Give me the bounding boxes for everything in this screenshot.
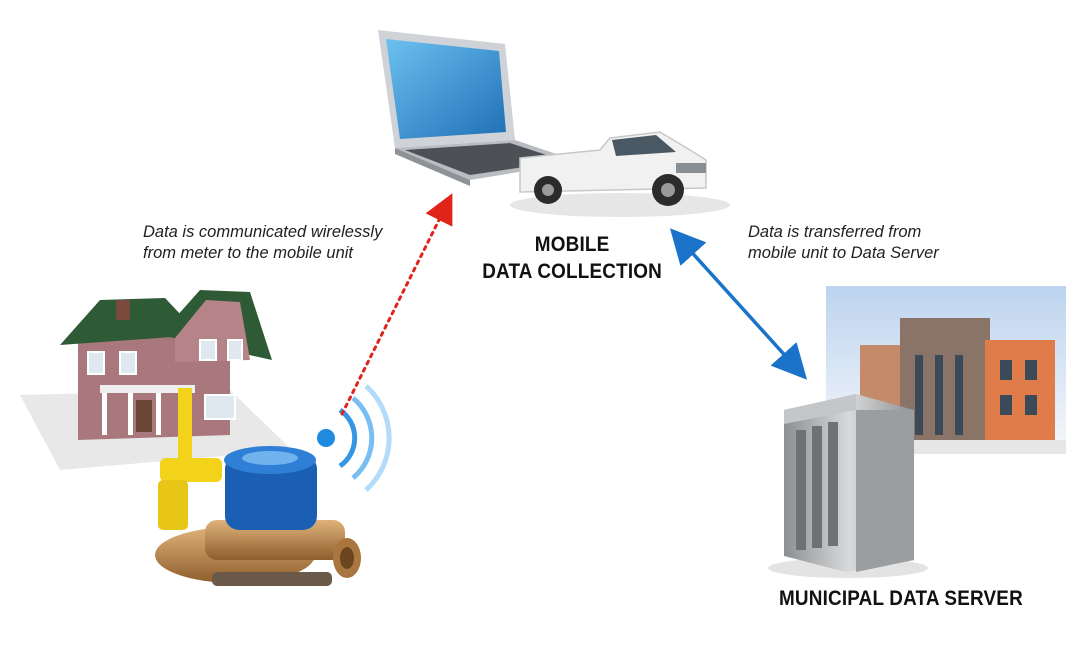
caption-meter-to-mobile: Data is communicated wirelessly from met… [143, 223, 383, 263]
caption-mobile-to-server: Data is transferred from mobile unit to … [748, 223, 939, 263]
wireless-transmission-arrow [340, 193, 453, 416]
wireless-signal-icon [317, 384, 392, 492]
laptop-illustration [378, 30, 580, 186]
data-transfer-arrow [669, 228, 808, 380]
node-label-mobile-data-collection: MOBILE DATA COLLECTION [482, 233, 662, 283]
water-meter-illustration [155, 388, 361, 586]
house-illustration [20, 290, 292, 470]
node-label-municipal-data-server: MUNICIPAL DATA SERVER [779, 587, 1023, 610]
truck-illustration [510, 131, 730, 217]
server-tower-illustration [768, 394, 928, 578]
